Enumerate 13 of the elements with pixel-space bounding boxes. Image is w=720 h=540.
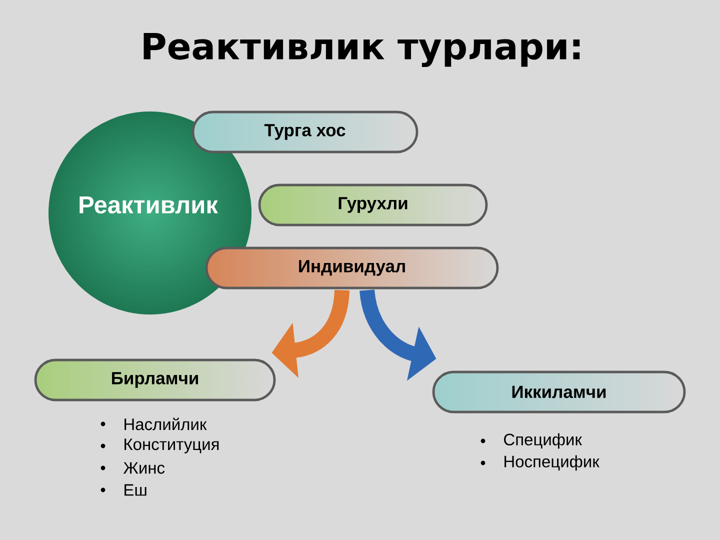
list-item: Конституция: [124, 438, 219, 454]
list-item: Специфик: [504, 433, 582, 449]
list-item: Еш: [124, 484, 146, 496]
pill-box: Бирламчи: [34, 358, 276, 402]
pill-box: Гурухли: [258, 184, 488, 226]
list-item: Носпецифик: [504, 455, 600, 471]
list-item: Наслийлик: [124, 418, 207, 430]
list-item: Жинс: [123, 462, 165, 474]
pill-box: Индивидуал: [205, 246, 499, 290]
circle-label: Реактивлик: [80, 196, 218, 214]
title: Реактивлик турлари:: [144, 33, 580, 67]
pill-box: Турга хос: [192, 110, 418, 154]
pill-box: Иккиламчи: [432, 370, 686, 414]
